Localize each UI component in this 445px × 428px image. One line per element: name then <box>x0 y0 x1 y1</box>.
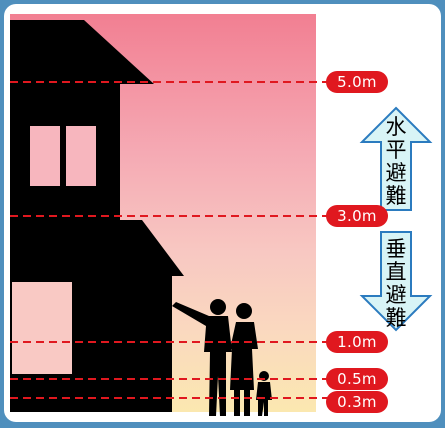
vertical-evacuation-label: 垂 直 避 難 <box>381 238 411 330</box>
level-badge-0-5m: 0.5m <box>326 368 388 390</box>
people-silhouettes <box>172 299 272 416</box>
level-lines <box>10 81 330 399</box>
level-badge-5m: 5.0m <box>326 71 388 93</box>
flood-evacuation-diagram <box>10 14 433 416</box>
vertical-evacuation-char: 垂 <box>385 237 407 261</box>
house-lower-roof <box>10 220 184 276</box>
house-upper-window-left <box>30 126 60 186</box>
level-badge-1m: 1.0m <box>326 331 388 353</box>
house-lower-window <box>12 282 72 374</box>
vertical-evacuation-char: 直 <box>385 260 407 284</box>
vertical-evacuation-char: 避 <box>385 283 407 307</box>
horizontal-evacuation-char: 水 <box>385 115 407 139</box>
level-badge-3m: 3.0m <box>326 205 388 227</box>
level-badge-0-3m: 0.3m <box>326 391 388 413</box>
house-upper-floor <box>10 84 120 222</box>
horizontal-evacuation-char: 難 <box>385 184 407 208</box>
diagram-panel: 5.0m 3.0m 1.0m 0.5m 0.3m 水 平 避 難 垂 直 避 難 <box>4 4 441 422</box>
horizontal-evacuation-char: 避 <box>385 161 407 185</box>
horizontal-evacuation-char: 平 <box>385 138 407 162</box>
horizontal-evacuation-arrow <box>359 106 433 211</box>
vertical-evacuation-arrow <box>359 231 433 332</box>
horizontal-evacuation-label: 水 平 避 難 <box>381 116 411 208</box>
house-silhouette <box>10 20 184 412</box>
house-upper-roof <box>10 20 154 84</box>
house-upper-window-right <box>66 126 96 186</box>
vertical-evacuation-char: 難 <box>385 306 407 330</box>
